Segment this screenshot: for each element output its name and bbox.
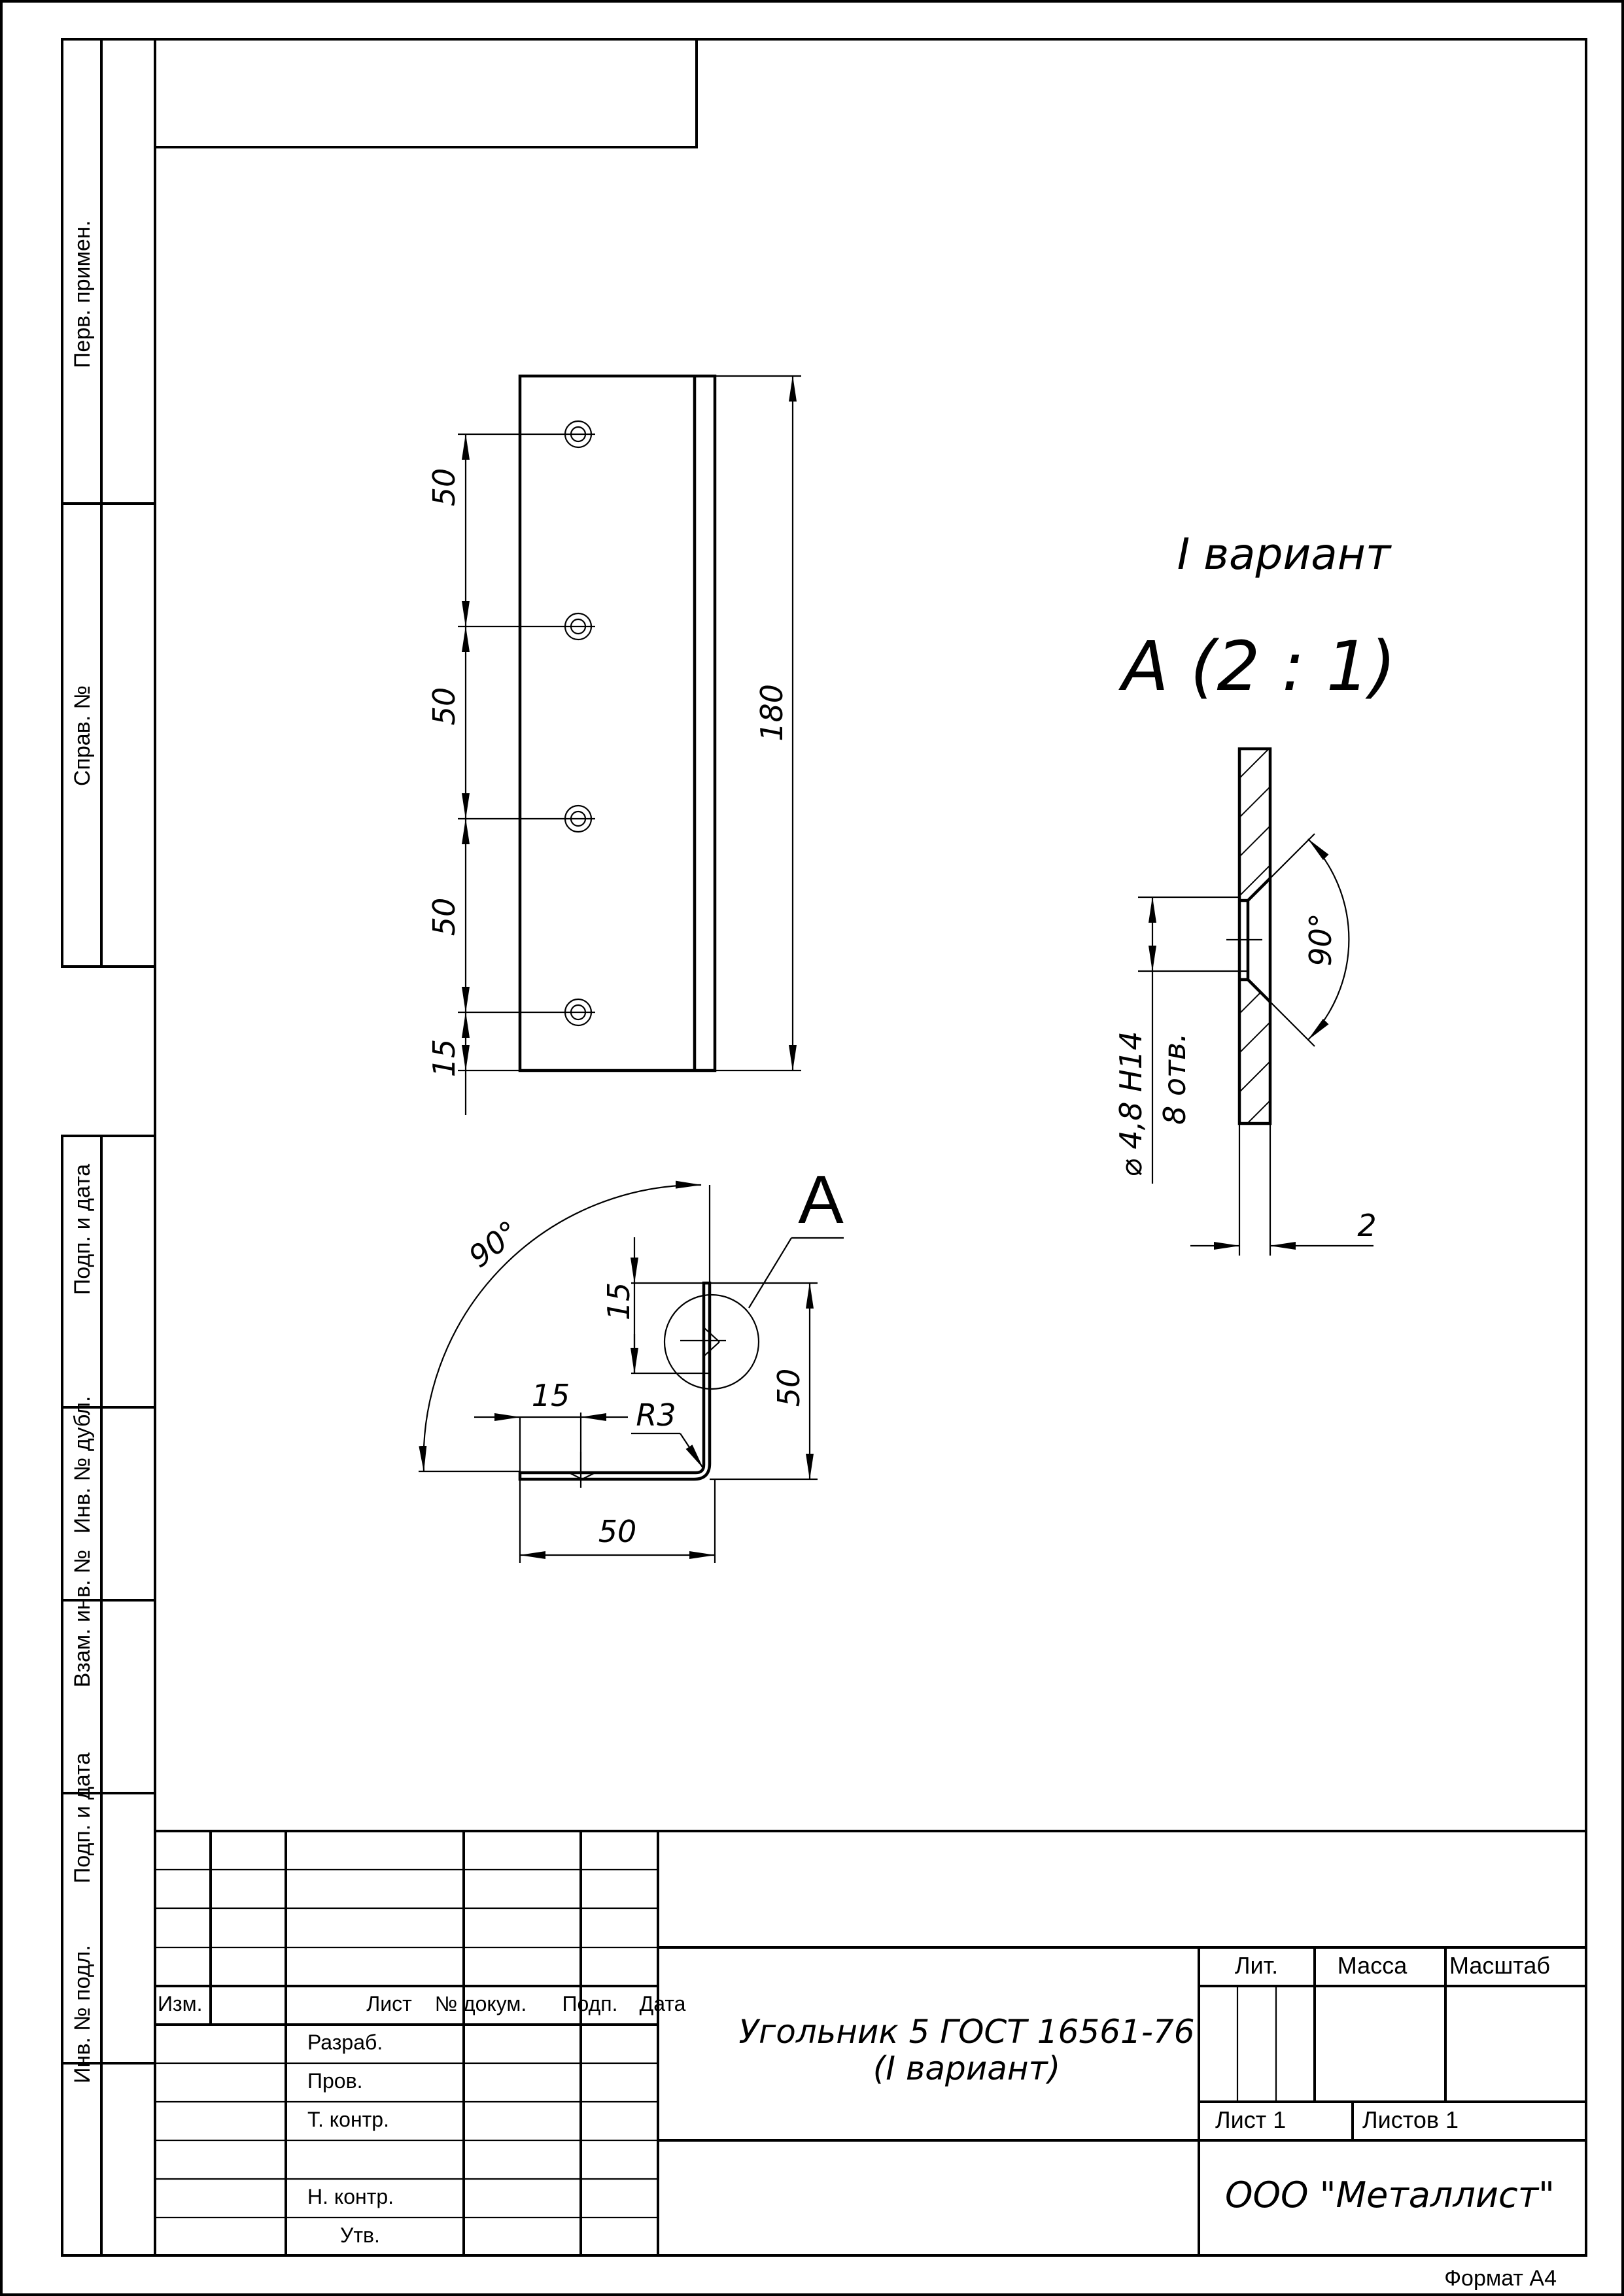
dim-horizontal-flange: 50 [598, 1514, 637, 1549]
side-label-inv-podl: Инв. № подл. [70, 1945, 95, 2083]
tb-row-razrab: Разраб. [307, 2030, 383, 2054]
side-label-inv-dubl: Инв. № дубл. [70, 1396, 95, 1534]
tb-company: ООО "Металлист" [1225, 2174, 1555, 2216]
side-label-podp-data-2: Подп. и дата [70, 1753, 95, 1883]
dim-bend-radius: R3 [636, 1397, 676, 1433]
side-label-perv-primen: Перв. примен. [70, 220, 95, 368]
detail-view-a: I вариант А (2 : 1) 90° ⌀ 4 [1113, 529, 1396, 1256]
dim-thickness: 2 [1357, 1208, 1376, 1243]
tb-name-line1: Угольник 5 ГОСТ 16561-76 [738, 2013, 1194, 2051]
front-view: 50 50 50 15 180 [426, 374, 801, 1115]
side-label-sprav-no: Справ. № [70, 685, 95, 786]
dim-countersink-angle: 90° [1303, 913, 1338, 967]
dim-vertical-flange: 50 [771, 1369, 806, 1407]
dim-hole-count: 8 отв. [1157, 1033, 1192, 1125]
side-label-vzam-inv: Взам. инв. № [70, 1550, 95, 1688]
sheet-format: Формат А4 [1444, 2266, 1557, 2291]
tb-name-line2: (I вариант) [873, 2049, 1060, 2087]
side-stamp-lower [61, 1135, 156, 2257]
detail-view-label: А (2 : 1) [1118, 626, 1396, 706]
tb-sheet: Лист 1 [1215, 2106, 1286, 2133]
tb-col-podp: Подп. [562, 1992, 618, 2015]
tb-row-prov: Пров. [307, 2069, 362, 2093]
tb-row-tkontr: Т. контр. [307, 2108, 389, 2131]
plate-section-outline [1237, 747, 1272, 1125]
dim-hole-pitch-1: 50 [426, 468, 462, 507]
dim-top-flange-offset: 15 [601, 1282, 636, 1321]
dim-hole-pitch-2: 50 [426, 687, 462, 726]
dim-edge-offset: 15 [426, 1039, 462, 1078]
dim-bottom-flange-offset: 15 [532, 1378, 570, 1413]
side-view: А 90° 15 15 R3 50 50 [419, 1162, 844, 1563]
drawing-frame [154, 38, 1587, 2257]
plate-outline [518, 374, 717, 1072]
tb-masshtab: Масштаб [1449, 1952, 1550, 1979]
detail-callout-circle [663, 1294, 760, 1390]
tb-col-data: Дата [640, 1992, 686, 2015]
tb-col-list: Лист [366, 1992, 412, 2015]
variant-note: I вариант [1177, 529, 1392, 579]
dim-hole-diameter: ⌀ 4,8 H14 [1113, 1031, 1149, 1177]
left-side-stamp: Перв. примен. Справ. № Подп. и дата Инв.… [61, 38, 156, 2257]
dim-hole-pitch-3: 50 [426, 898, 462, 936]
detail-callout-letter: А [798, 1162, 844, 1238]
tb-row-nkontr: Н. контр. [307, 2185, 394, 2208]
dim-bend-angle: 90° [462, 1214, 526, 1275]
tb-massa: Масса [1338, 1952, 1408, 1979]
tb-col-dokum: № докум. [435, 1992, 527, 2015]
tb-row-utv: Утв. [340, 2223, 380, 2247]
tb-lit: Лит. [1235, 1952, 1278, 1979]
section-hatching [1239, 749, 1270, 1123]
tb-sheets: Листов 1 [1362, 2106, 1459, 2133]
dim-overall-length: 180 [754, 684, 789, 742]
top-left-box [154, 38, 698, 148]
tb-col-izm: Изм. [158, 1992, 203, 2015]
side-label-podp-data-1: Подп. и дата [70, 1164, 95, 1295]
title-block: Изм. Лист № докум. Подп. Дата Разраб. Пр… [155, 1830, 1586, 2255]
